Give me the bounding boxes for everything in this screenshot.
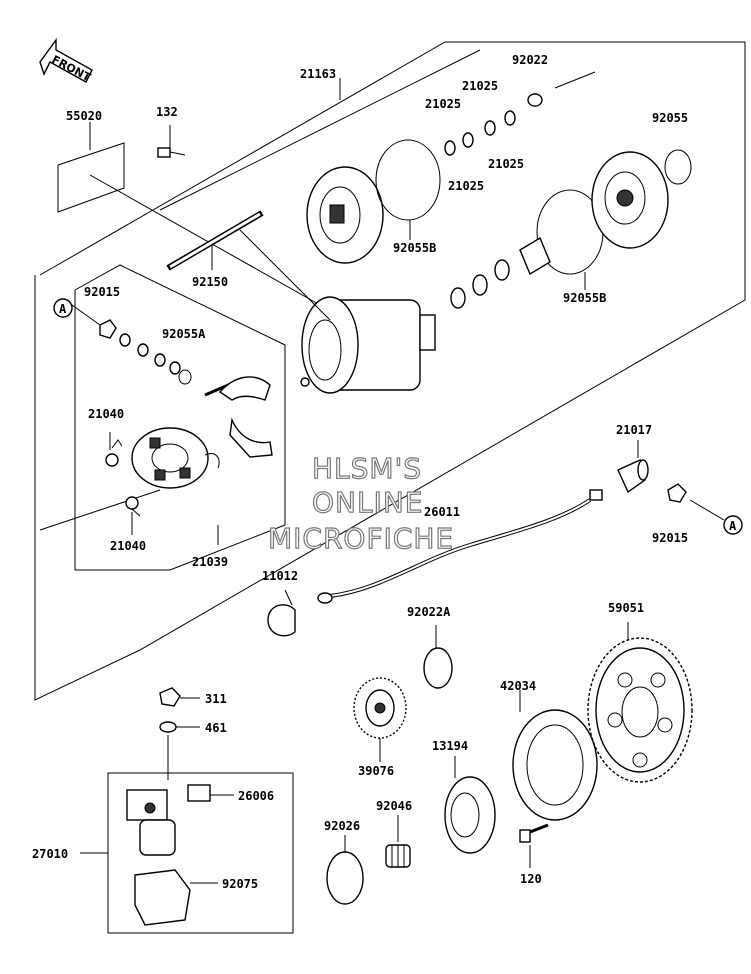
label-92022a: 92022A: [407, 605, 451, 619]
terminal-bolt: [204, 376, 273, 458]
watermark-line-2: ONLINE: [312, 486, 423, 519]
o-ring-92055a: [178, 369, 192, 385]
nut-311: [159, 687, 181, 707]
label-92022: 92022: [512, 53, 548, 67]
label-21040-1: 21040: [88, 407, 124, 421]
brush-spring-1: [105, 439, 123, 467]
label-27010: 27010: [32, 847, 68, 861]
watermark-line-3: MICROFICHE: [268, 522, 454, 555]
label-21040-2: 21040: [110, 539, 146, 553]
nut-92015: [99, 319, 117, 339]
label-sticker: [57, 142, 125, 213]
label-132: 132: [156, 105, 178, 119]
relay-cover-92075: [134, 869, 218, 926]
label-92015-2: 92015: [652, 531, 688, 545]
label-21025-b: 21025: [425, 97, 461, 111]
label-13194: 13194: [432, 739, 468, 753]
front-arrow-icon: FRONT: [39, 37, 94, 84]
o-ring-92055b-1: [375, 139, 441, 221]
idle-gear-39076: [353, 677, 407, 739]
bolt-120: [519, 823, 549, 868]
o-ring-92055: [664, 149, 692, 185]
label-55020: 55020: [66, 109, 102, 123]
label-39076: 39076: [358, 764, 394, 778]
washer-92022a: [423, 647, 453, 689]
label-11012: 11012: [262, 569, 298, 583]
fuse-26006: [187, 784, 234, 802]
svg-text:A: A: [59, 302, 67, 316]
washer-461: [159, 721, 177, 733]
watermark-line-1: HLSM'S: [312, 452, 422, 485]
label-92026: 92026: [324, 819, 360, 833]
label-92046: 92046: [376, 799, 412, 813]
label-92055b-1: 92055B: [393, 241, 436, 255]
starter-gear-59051: [587, 637, 693, 783]
nut-92015-right: [667, 483, 687, 503]
cap-11012: [267, 589, 296, 637]
label-92075: 92075: [222, 877, 258, 891]
callout-a-right: A: [689, 499, 743, 535]
label-92055b-2: 92055B: [563, 291, 606, 305]
brush-assembly-outline: [74, 264, 286, 571]
brush-plate: [131, 427, 220, 489]
starter-motor-yoke: [300, 296, 436, 394]
label-311: 311: [205, 692, 227, 706]
terminal-cap-21017: [617, 440, 649, 494]
label-21025-c: 21025: [488, 157, 524, 171]
label-59051: 59051: [608, 601, 644, 615]
one-way-clutch-42034: [512, 709, 598, 821]
label-21025-a: 21025: [462, 79, 498, 93]
label-92055a: 92055A: [162, 327, 206, 341]
callout-a-left: A: [53, 298, 101, 326]
label-42034: 42034: [500, 679, 536, 693]
label-21163: 21163: [300, 67, 336, 81]
gear-13194: [444, 776, 496, 854]
rear-end-cover: [306, 166, 384, 264]
starter-relay: [126, 789, 176, 856]
label-92150: 92150: [192, 275, 228, 289]
washers-21025: [444, 93, 543, 156]
label-21017: 21017: [616, 423, 652, 437]
label-26011: 26011: [424, 505, 460, 519]
label-120: 120: [520, 872, 542, 886]
armature-washers: [450, 236, 551, 309]
front-cover: [591, 151, 669, 249]
front-label: FRONT: [50, 53, 94, 84]
through-bolt-92150: [166, 210, 264, 271]
starter-cable: [317, 489, 603, 604]
label-26006: 26006: [238, 789, 274, 803]
label-21039: 21039: [192, 555, 228, 569]
label-92015-1: 92015: [84, 285, 120, 299]
assembly-outline: [34, 41, 746, 701]
brush-spring-2: [125, 496, 141, 517]
washer-92026: [326, 851, 364, 905]
label-21025-d: 21025: [448, 179, 484, 193]
svg-text:A: A: [729, 519, 737, 533]
bolt-132: [157, 125, 186, 158]
label-461: 461: [205, 721, 227, 735]
label-92055: 92055: [652, 111, 688, 125]
needle-bearing-92046: [385, 844, 411, 868]
small-washers: [119, 333, 181, 375]
